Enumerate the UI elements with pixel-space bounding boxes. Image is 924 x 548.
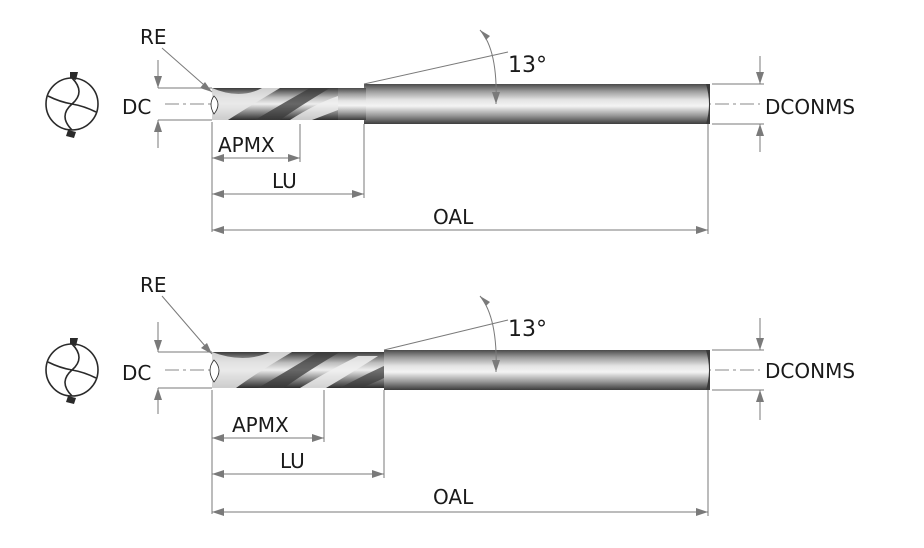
dim-dconms — [712, 318, 764, 420]
dim-re — [161, 47, 213, 93]
label-lu: LU — [280, 449, 305, 473]
label-angle: 13° — [508, 53, 547, 78]
label-re: RE — [140, 273, 167, 297]
end-view-icon — [45, 72, 99, 138]
dim-oal — [212, 124, 709, 234]
label-apmx: APMX — [232, 413, 289, 437]
end-view-icon — [45, 338, 99, 404]
shank — [364, 84, 710, 124]
dim-lu — [212, 124, 365, 198]
label-oal: OAL — [433, 205, 474, 229]
label-dc: DC — [122, 95, 151, 119]
drawing-three-flute: DC RE DCONMS 13° — [45, 273, 855, 516]
label-oal: OAL — [433, 485, 474, 509]
flute-body — [209, 352, 384, 388]
dim-dconms — [712, 56, 764, 152]
label-dc: DC — [122, 361, 151, 385]
label-dconms: DCONMS — [765, 95, 855, 119]
dim-apmx — [211, 390, 325, 514]
label-re: RE — [140, 25, 167, 49]
dim-dc — [154, 322, 212, 414]
dim-angle — [363, 29, 509, 105]
drawing-two-flute: DC RE DCONMS 13° — [45, 25, 855, 234]
dim-lu — [212, 390, 385, 478]
label-dconms: DCONMS — [765, 359, 855, 383]
dim-apmx — [211, 122, 301, 232]
neck — [336, 88, 366, 120]
dim-re — [161, 295, 213, 355]
label-apmx: APMX — [218, 133, 275, 157]
flute-body — [210, 88, 338, 120]
label-angle: 13° — [508, 317, 547, 342]
label-lu: LU — [272, 169, 297, 193]
shank — [384, 350, 710, 390]
dim-angle — [383, 295, 509, 373]
dim-oal — [212, 390, 709, 516]
